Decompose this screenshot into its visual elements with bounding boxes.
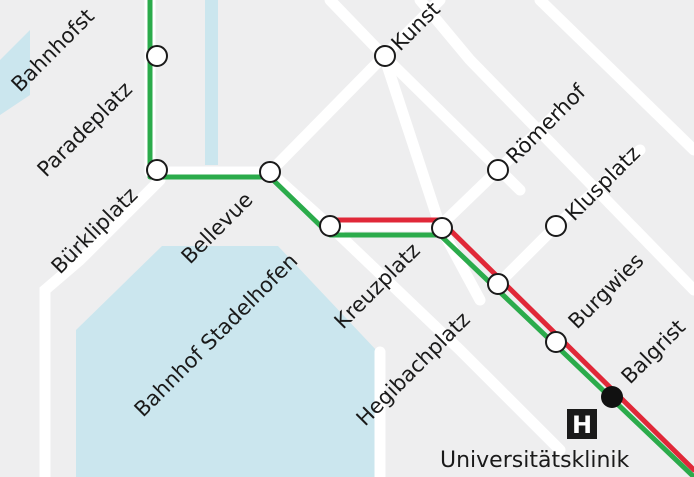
station-marker-paradeplatz[interactable]: [146, 45, 168, 67]
station-marker-bahnhof-stadelhofen[interactable]: [319, 215, 341, 237]
lake-water: [76, 246, 378, 477]
street: [264, 166, 566, 456]
station-marker-buerkliplatz[interactable]: [146, 159, 168, 181]
green-line: [147, 0, 694, 477]
river-water-corner: [0, 30, 30, 115]
station-marker-bellevue[interactable]: [259, 161, 281, 183]
station-marker-hegibachplatz[interactable]: [487, 273, 509, 295]
station-marker-kunsthaus[interactable]: [374, 45, 396, 67]
station-marker-kreuzplatz[interactable]: [431, 217, 453, 239]
station-marker-klusplatz[interactable]: [545, 215, 567, 237]
station-marker-balgrist[interactable]: [601, 386, 623, 408]
street: [534, 0, 694, 156]
hospital-marker[interactable]: H Universitätsklinik: [440, 409, 630, 473]
hospital-label: Universitätsklinik: [440, 448, 630, 473]
street: [39, 174, 166, 477]
station-marker-roemerhof[interactable]: [487, 159, 509, 181]
street: [414, 0, 694, 296]
hospital-icon-letter: H: [572, 411, 592, 439]
river-water: [205, 0, 218, 165]
station-markers: [146, 45, 567, 353]
hospital-icon: [567, 409, 597, 439]
station-marker-burgwies[interactable]: [545, 331, 567, 353]
